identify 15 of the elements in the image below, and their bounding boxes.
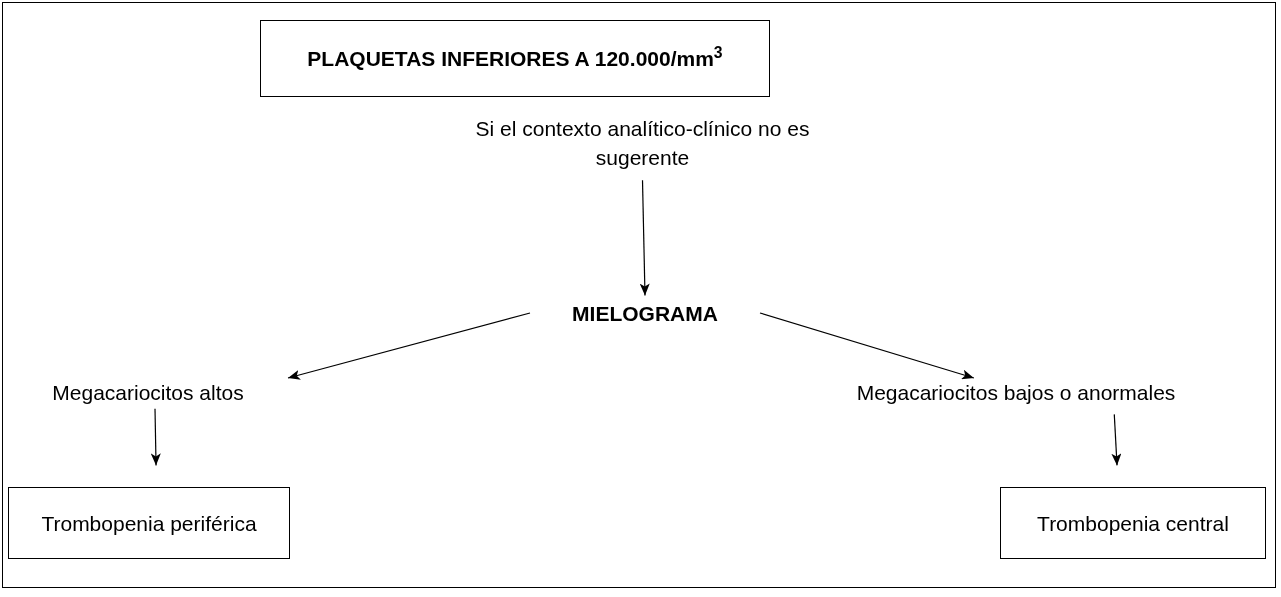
arrow (1111, 413, 1122, 466)
box-label: Trombopenia central (1037, 510, 1229, 537)
process-box (260, 20, 770, 97)
box-label: Trombopenia periférica (41, 510, 257, 537)
node-text: Megacariocitos bajos o anormales (782, 378, 1250, 406)
node-text: MIELOGRAMA (530, 298, 760, 328)
node-text: Megacariocitos altos (8, 378, 288, 406)
arrow (639, 179, 650, 297)
process-box (8, 487, 290, 559)
box-label: PLAQUETAS INFERIORES A 120.000/mm$^{3}$ (307, 44, 723, 72)
process-box (1000, 487, 1266, 559)
arrow (759, 312, 975, 380)
node-text: Si el contexto analítico-clínico no es sugerente (455, 112, 830, 174)
arrow (287, 312, 531, 380)
arrow (150, 408, 161, 466)
